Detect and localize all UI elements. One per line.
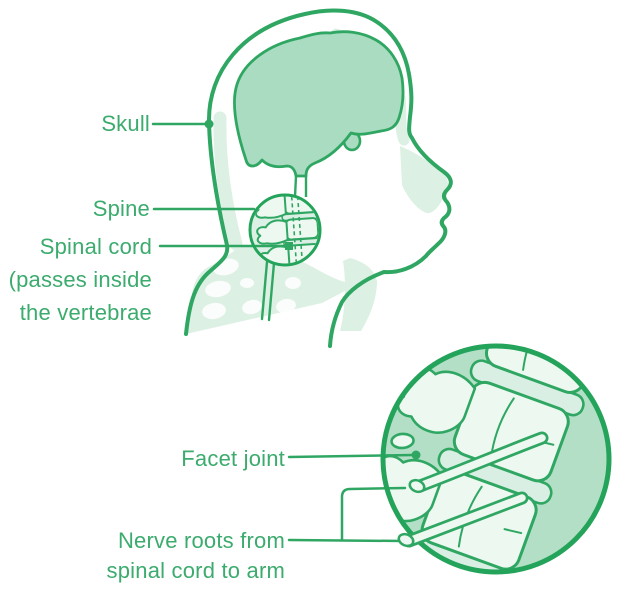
head-profile-outline — [184, 8, 453, 348]
facet-joint-leader-line — [287, 453, 416, 459]
spinal-cord-pointer-square — [285, 242, 293, 250]
nerve-roots-label-line1: Nerve roots from — [117, 528, 285, 553]
spinal-cord-below-circle — [260, 260, 276, 322]
nerve-root-tubes — [397, 431, 549, 548]
nose-shading — [400, 146, 449, 214]
skull-label-text: Skull — [101, 111, 150, 136]
facet-joint-label: Facet joint — [181, 444, 285, 474]
brain-stem — [293, 175, 308, 198]
skull-pointer-dot — [204, 119, 214, 129]
nerve-roots-label-line2: spinal cord to arm — [106, 558, 285, 583]
nerve-roots-label: Nerve roots from spinal cord to arm — [107, 526, 285, 586]
nerve-roots-branch-line — [340, 486, 407, 542]
lower-nerve-root-end-cap — [397, 532, 415, 548]
spinal-cord-label-line3: the vertebrae — [19, 300, 152, 325]
back-of-head-shading — [213, 111, 243, 251]
brain-shape — [233, 30, 405, 178]
facet-joint-label-text: Facet joint — [181, 446, 285, 471]
leader-lines-upper — [151, 122, 289, 248]
spine-label-text: Spine — [92, 196, 150, 221]
neck-magnifier-border — [248, 193, 322, 267]
spine-detail-border — [380, 343, 612, 575]
upper-nerve-root-end-cap — [408, 478, 426, 494]
spine-label: Spine — [93, 194, 150, 224]
leader-lines-lower — [287, 453, 416, 543]
nerve-roots-leader-line — [287, 538, 405, 543]
vertebrae-silhouettes — [202, 258, 301, 320]
spinal-cord-label: Spinal cord (passes inside the vertebrae — [9, 230, 152, 329]
chin-neck-shading — [340, 258, 377, 331]
spinal-cord-label-line2: (passes inside — [8, 267, 152, 292]
skull-label: Skull — [101, 109, 150, 139]
facet-joint-pointer-dot — [411, 450, 421, 460]
spinal-cord-label-line1: Spinal cord — [39, 234, 152, 259]
brain — [233, 30, 405, 198]
mini-spinal-cord-dashed — [290, 196, 304, 264]
